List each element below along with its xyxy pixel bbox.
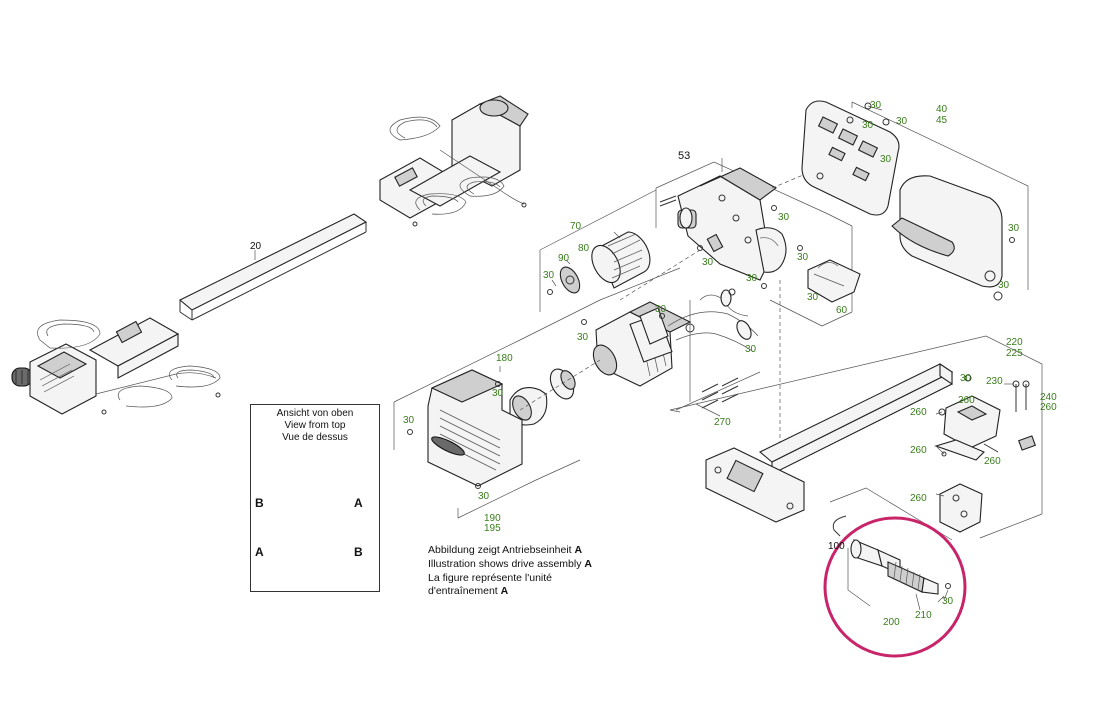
motor-body <box>592 301 692 387</box>
part-number-30: 30 <box>807 292 819 303</box>
part-number-30: 30 <box>862 120 874 131</box>
screws <box>407 205 803 489</box>
part-number-30: 30 <box>870 100 882 111</box>
drive-assembly-53 <box>393 158 861 520</box>
part-number-190: 190 <box>484 513 501 524</box>
part-number-180: 180 <box>496 353 513 364</box>
upper-motor-group <box>379 95 529 227</box>
highlight-circle <box>823 516 967 658</box>
part-number-260: 260 <box>910 407 927 418</box>
part-number-30: 30 <box>492 388 504 399</box>
legend-title-en: View from top <box>284 420 346 431</box>
caption-line-fr-1: La figure représente l'unité <box>428 572 553 584</box>
part-number-60: 60 <box>836 305 848 316</box>
part-number-53: 53 <box>678 150 691 162</box>
lower-motor-group <box>11 317 221 415</box>
caption-line-fr-2: d'entraînement A <box>428 585 509 597</box>
part-number-30: 30 <box>655 304 667 315</box>
part-number-260: 260 <box>984 456 1001 467</box>
legend-box: Ansicht von oben View from top Vue de de… <box>250 404 380 592</box>
worm-shaft-200-210 <box>829 487 953 607</box>
part-number-30: 30 <box>478 491 490 502</box>
part-number-100: 100 <box>828 541 845 552</box>
part-number-195: 195 <box>484 523 501 534</box>
leader-lines <box>499 105 1014 611</box>
legend-label-a-bottom-left: A <box>255 545 264 559</box>
part-number-260: 260 <box>910 493 927 504</box>
part-number-30: 30 <box>403 415 415 426</box>
part-number-30: 30 <box>778 212 790 223</box>
part-number-30: 30 <box>702 257 714 268</box>
part-number-30: 30 <box>1008 223 1020 234</box>
part-number-70: 70 <box>570 221 582 232</box>
part-number-30: 30 <box>746 273 758 284</box>
part-number-210: 210 <box>915 610 932 621</box>
part-number-30: 30 <box>960 373 972 384</box>
part-number-30: 30 <box>942 596 954 607</box>
part-number-30: 30 <box>543 270 555 281</box>
part-number-30: 30 <box>577 332 589 343</box>
part-number-40: 40 <box>936 104 948 115</box>
part-number-220: 220 <box>1006 337 1023 348</box>
part-number-270: 270 <box>714 417 731 428</box>
part-number-90: 90 <box>558 253 570 264</box>
caption-line-de: Abbildung zeigt Antriebseinheit A <box>428 544 583 556</box>
legend-title-fr: Vue de dessus <box>282 432 348 443</box>
mount-assembly-220-225 <box>669 335 1043 539</box>
part-number-30: 30 <box>998 280 1010 291</box>
part-number-20: 20 <box>250 241 262 252</box>
part-number-260: 260 <box>1040 402 1057 413</box>
cover-40-45 <box>801 100 1029 301</box>
part-number-230: 230 <box>986 376 1003 387</box>
tube-20 <box>178 213 368 311</box>
part-number-30: 30 <box>797 252 809 263</box>
cylinder-70 <box>591 231 651 289</box>
part-number-225: 225 <box>1006 348 1023 359</box>
legend-label-b-top-left: B <box>255 496 264 510</box>
part-number-260: 260 <box>958 395 975 406</box>
cover-190-195 <box>427 369 523 487</box>
part-number-45: 45 <box>936 115 948 126</box>
overview-assembly <box>11 95 529 415</box>
legend-label-b-bottom-right: B <box>354 545 363 559</box>
part-number-30: 30 <box>880 154 892 165</box>
part-number-30: 30 <box>896 116 908 127</box>
caption-line-en: Illustration shows drive assembly A <box>428 558 592 570</box>
part-number-260: 260 <box>910 445 927 456</box>
legend-label-a-top-right: A <box>354 496 363 510</box>
part-number-80: 80 <box>578 243 590 254</box>
part-number-200: 200 <box>883 617 900 628</box>
legend-title-de: Ansicht von oben <box>276 408 354 419</box>
part-number-30: 30 <box>745 344 757 355</box>
part-number-240: 240 <box>1040 392 1057 403</box>
